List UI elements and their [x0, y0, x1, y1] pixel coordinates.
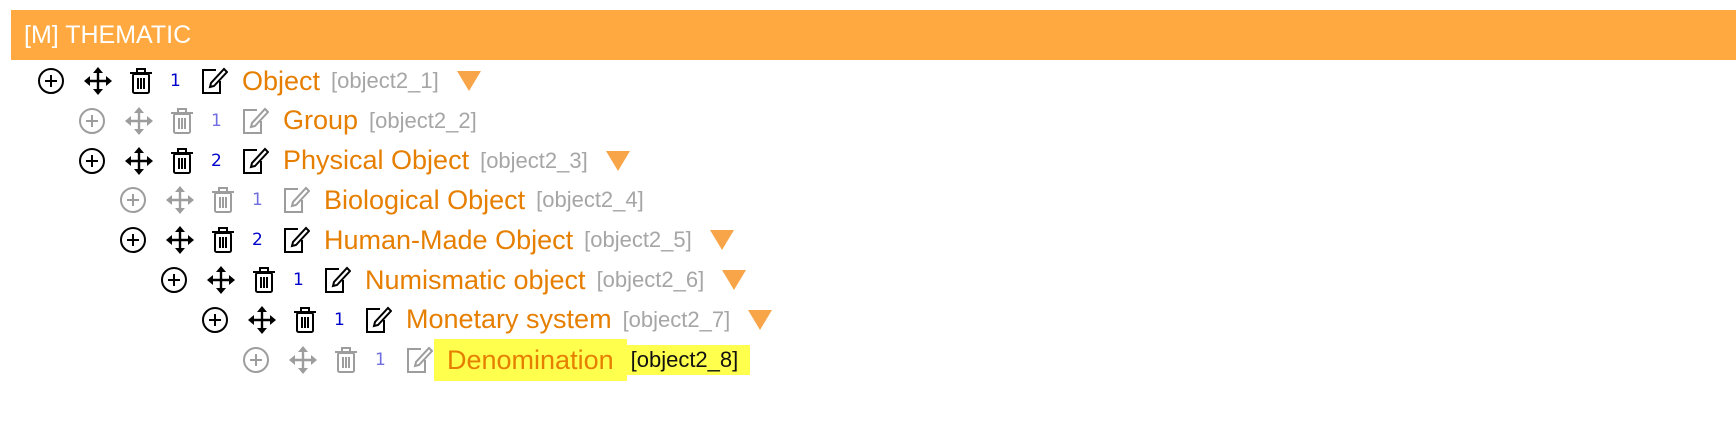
plus-circle-icon[interactable]: [160, 260, 206, 300]
trash-icon[interactable]: [211, 180, 252, 220]
edit-note-icon[interactable]: [241, 101, 283, 141]
edit-note-icon[interactable]: [241, 141, 283, 181]
edit-note-icon[interactable]: [282, 220, 324, 260]
plus-circle-icon[interactable]: [119, 220, 165, 260]
child-count[interactable]: 2: [252, 230, 263, 251]
node-code: [object2_2]: [369, 107, 477, 133]
node-label[interactable]: Numismatic object: [365, 264, 586, 295]
child-count[interactable]: 1: [252, 190, 263, 211]
move-arrows-icon[interactable]: [247, 300, 293, 340]
node-label[interactable]: Denomination: [434, 338, 627, 381]
child-count[interactable]: 1: [293, 270, 304, 290]
triangle-down-icon[interactable]: [748, 309, 773, 330]
edit-note-icon[interactable]: [200, 61, 242, 101]
triangle-down-icon[interactable]: [456, 71, 481, 91]
tree-node: 1 Biological Object [object2_4]: [119, 178, 644, 222]
node-code: [object2_3]: [480, 147, 588, 173]
trash-icon[interactable]: [293, 300, 334, 340]
node-code: [object2_4]: [536, 187, 644, 213]
child-count[interactable]: 1: [211, 110, 222, 131]
node-label[interactable]: Monetary system: [406, 304, 612, 335]
plus-circle-icon[interactable]: [78, 141, 124, 181]
move-arrows-icon[interactable]: [165, 180, 211, 220]
node-label[interactable]: Object: [242, 65, 321, 96]
node-code: [object2_6]: [596, 267, 705, 292]
move-arrows-icon[interactable]: [165, 220, 211, 260]
tree-node: 1 Monetary system [object2_7]: [201, 298, 773, 342]
tree-node: 1 Numismatic object [object2_6]: [160, 258, 747, 302]
node-code: [object2_5]: [584, 227, 692, 253]
plus-circle-icon[interactable]: [119, 180, 165, 220]
edit-note-icon[interactable]: [405, 340, 447, 380]
plus-circle-icon[interactable]: [37, 61, 83, 101]
child-count[interactable]: 2: [211, 150, 222, 171]
move-arrows-icon[interactable]: [124, 141, 170, 181]
plus-circle-icon[interactable]: [242, 340, 288, 380]
tree-node: 1 Object [object2_1]: [37, 59, 481, 103]
trash-icon[interactable]: [170, 101, 211, 141]
trash-icon[interactable]: [252, 260, 293, 300]
edit-note-icon[interactable]: [364, 300, 406, 340]
trash-icon[interactable]: [211, 220, 252, 260]
node-code: [object2_1]: [331, 68, 439, 93]
trash-icon[interactable]: [334, 340, 375, 380]
trash-icon[interactable]: [170, 141, 211, 181]
node-code: [object2_7]: [622, 306, 731, 332]
triangle-down-icon[interactable]: [605, 150, 630, 171]
panel-header: [M] THEMATIC: [11, 10, 1736, 60]
triangle-down-icon[interactable]: [709, 230, 734, 251]
move-arrows-icon[interactable]: [124, 101, 170, 141]
edit-note-icon[interactable]: [323, 260, 365, 300]
child-count[interactable]: 1: [334, 309, 345, 330]
trash-icon[interactable]: [129, 61, 170, 101]
tree-node: 2 Physical Object [object2_3]: [78, 139, 630, 183]
tree-node: 2 Human-Made Object [object2_5]: [119, 218, 734, 262]
move-arrows-icon[interactable]: [206, 260, 252, 300]
move-arrows-icon[interactable]: [83, 61, 129, 101]
node-label[interactable]: Group: [283, 105, 359, 136]
triangle-down-icon[interactable]: [722, 270, 747, 290]
node-label[interactable]: Biological Object: [324, 184, 526, 215]
node-label[interactable]: Human-Made Object: [324, 224, 574, 255]
tree-node: 1 Denomination[object2_8]: [242, 338, 751, 382]
child-count[interactable]: 1: [375, 349, 386, 370]
plus-circle-icon[interactable]: [201, 300, 247, 340]
tree-node: 1 Group [object2_2]: [78, 99, 477, 143]
plus-circle-icon[interactable]: [78, 101, 124, 141]
child-count[interactable]: 1: [170, 71, 181, 91]
node-code: [object2_8]: [626, 344, 751, 375]
edit-note-icon[interactable]: [282, 180, 324, 220]
move-arrows-icon[interactable]: [288, 340, 334, 380]
node-label[interactable]: Physical Object: [283, 145, 470, 176]
